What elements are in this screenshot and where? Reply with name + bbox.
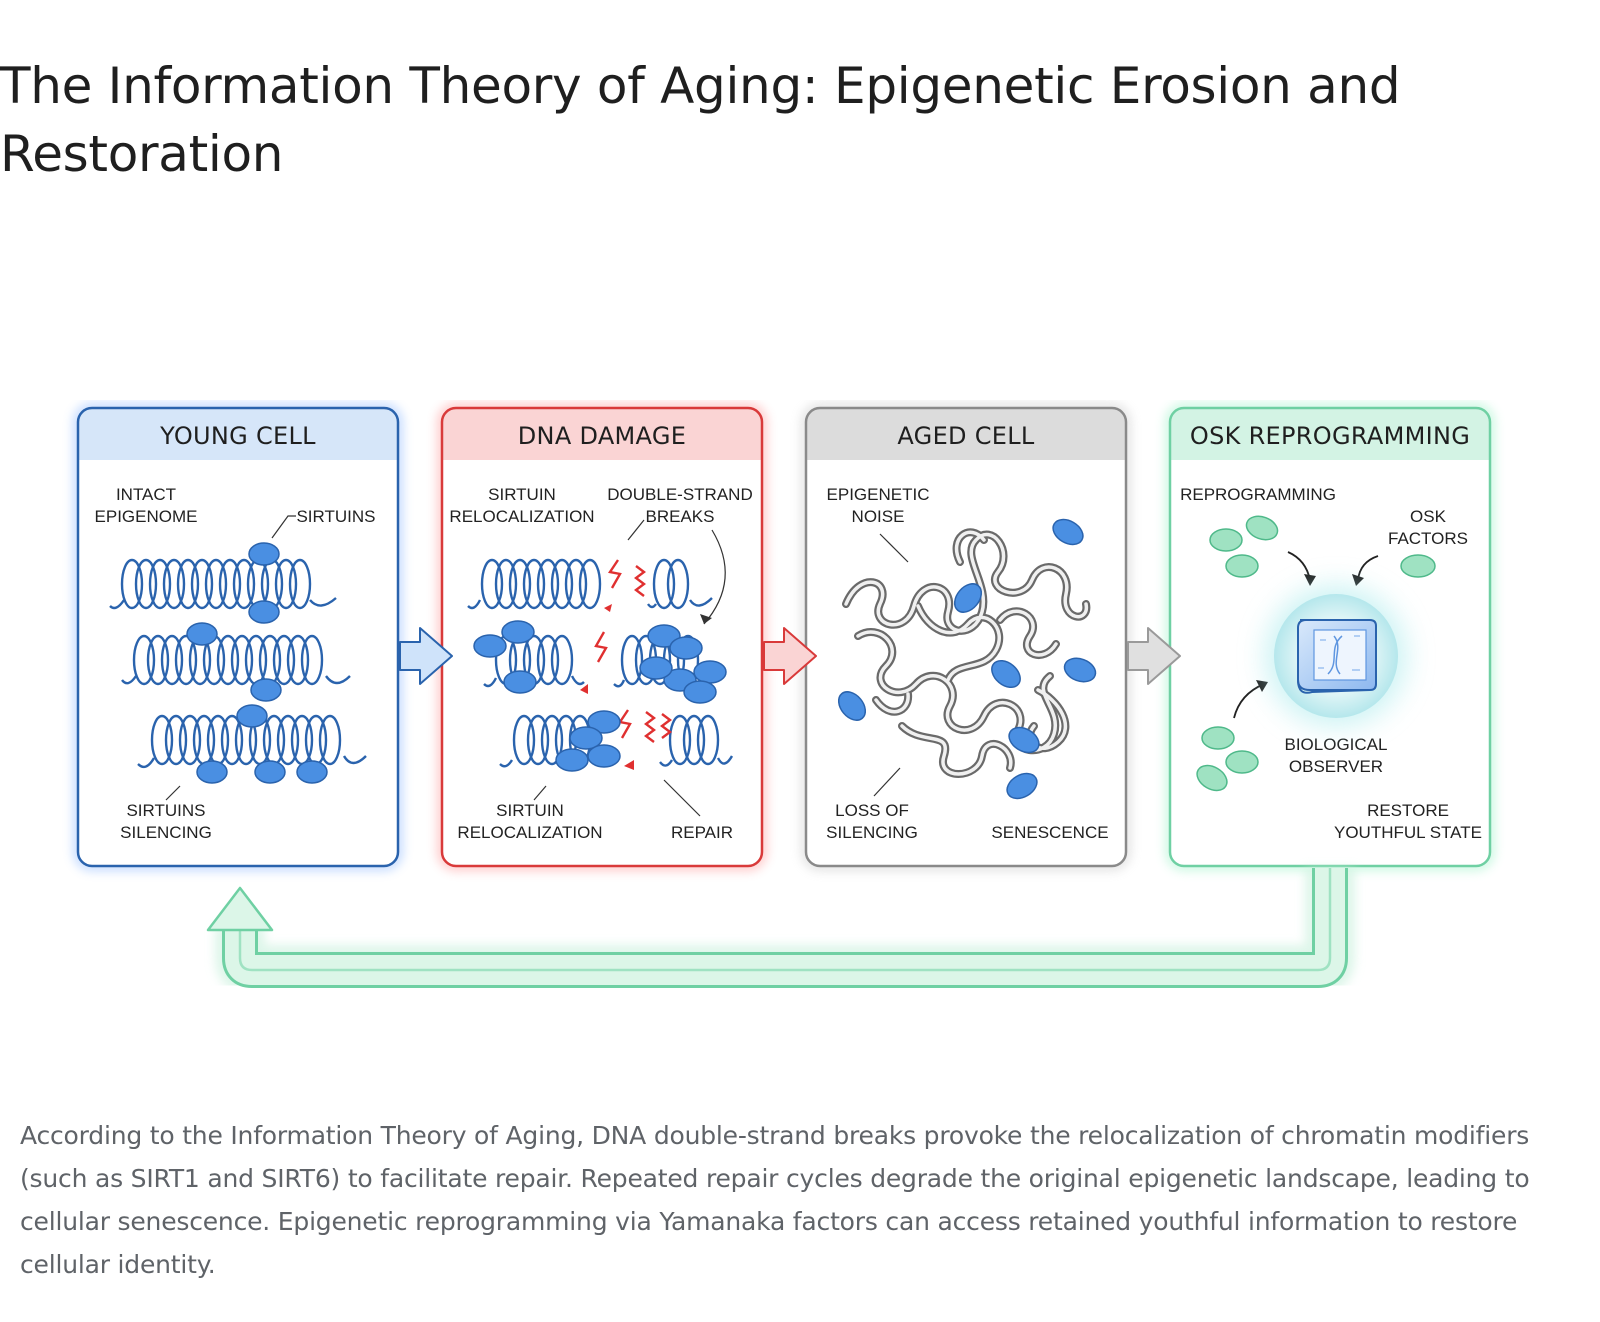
osk-reprogramming-header: OSK REPROGRAMMING [1190,422,1470,450]
panel-osk-reprogramming: OSK REPROGRAMMING REPROGRAMMING OSK FACT… [1168,406,1492,868]
label-biological-observer-2: OBSERVER [1289,757,1383,776]
osk-factor-proteins [1196,515,1436,792]
label-osk-factors-1: OSK [1410,507,1447,526]
figure-caption: According to the Information Theory of A… [20,1121,1530,1279]
dna-damage-header: DNA DAMAGE [518,422,686,450]
label-senescence: SENESCENCE [991,823,1108,842]
restoration-loop-arrow [206,868,1355,995]
label-sirtuin-relocalization-top-2: RELOCALIZATION [449,507,594,526]
scattered-sirtuins [837,518,1097,800]
biological-observer-icon [1266,586,1406,726]
label-restore-youthful-2: YOUTHFUL STATE [1334,823,1482,842]
sirtuin-proteins-young [186,542,328,784]
aging-diagram: YOUNG CELL INTACT EPIGENOME SIRTUINS SIR… [73,403,1495,995]
label-sirtuins-silencing-1: SIRTUINS [126,801,205,820]
label-sirtuin-relocalization-top-1: SIRTUIN [488,485,556,504]
label-intact-epigenome-2: EPIGENOME [95,507,198,526]
label-intact-epigenome-1: INTACT [116,485,176,504]
arrow-aged-to-osk [1127,627,1181,685]
label-sirtuin-relocalization-bottom-2: RELOCALIZATION [457,823,602,842]
label-epigenetic-noise-1: EPIGENETIC [827,485,930,504]
tangled-chromatin [842,528,1091,778]
arrow-damage-to-aged [763,627,817,685]
label-epigenetic-noise-2: NOISE [852,507,905,526]
break-marks [594,559,672,743]
aged-cell-header: AGED CELL [897,422,1035,450]
label-double-strand-breaks-2: BREAKS [646,507,715,526]
label-sirtuin-relocalization-bottom-1: SIRTUIN [496,801,564,820]
label-loss-of-silencing-1: LOSS OF [835,801,909,820]
panel-aged-cell: AGED CELL EPIGENETIC NOISE LOSS OF SILEN… [804,406,1128,868]
label-sirtuins: SIRTUINS [296,507,375,526]
label-loss-of-silencing-2: SILENCING [826,823,918,842]
label-restore-youthful-1: RESTORE [1367,801,1449,820]
panel-dna-damage: DNA DAMAGE SIRTUIN RELOCALIZATION DOUBLE… [440,406,764,868]
label-sirtuins-silencing-2: SILENCING [120,823,212,842]
label-double-strand-breaks-1: DOUBLE-STRAND [607,485,752,504]
label-repair: REPAIR [671,823,733,842]
page-title: The Information Theory of Aging: Epigene… [0,57,1401,183]
label-osk-factors-2: FACTORS [1388,529,1468,548]
label-biological-observer-1: BIOLOGICAL [1285,735,1388,754]
sirtuin-proteins-damage [473,620,727,772]
flow-arrows [399,627,1181,685]
label-reprogramming: REPROGRAMMING [1180,485,1336,504]
arrow-young-to-damage [399,627,453,685]
young-cell-header: YOUNG CELL [159,422,316,450]
panel-young-cell: YOUNG CELL INTACT EPIGENOME SIRTUINS SIR… [76,406,400,868]
